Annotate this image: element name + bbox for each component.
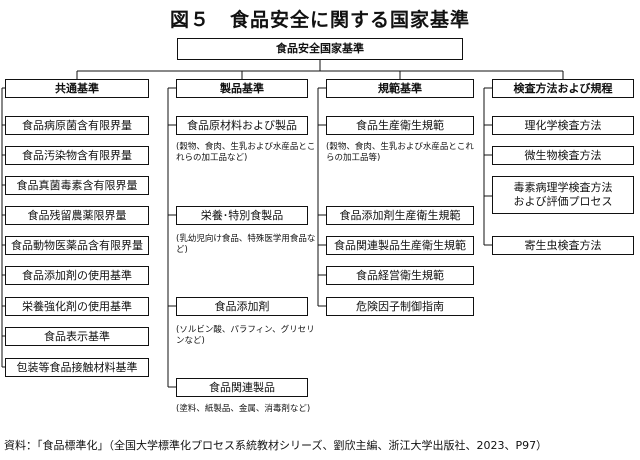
testing-item: 理化学検査方法	[492, 116, 634, 135]
practice-item: 食品関連製品生産衛生規範	[326, 236, 474, 255]
common-item: 食品病原菌含有限界量	[5, 116, 149, 135]
product-item: 食品添加剤	[176, 297, 308, 316]
testing-item: 寄生虫検査方法	[492, 236, 634, 255]
practice-note: (穀物、食肉、生乳および水産品とこれらの加工品等)	[326, 142, 474, 164]
common-item: 栄養強化剤の使用基準	[5, 297, 149, 316]
product-item: 栄養･特別食製品	[176, 206, 308, 225]
practice-item: 危険因子制御指南	[326, 297, 474, 316]
product-note: (塗料、紙製品、金属、消毒剤など)	[176, 404, 311, 414]
common-item: 食品表示基準	[5, 327, 149, 346]
practice-item: 食品添加剤生産衛生規範	[326, 206, 474, 225]
common-item: 食品真菌毒素含有限界量	[5, 176, 149, 195]
header-product-standards: 製品基準	[176, 79, 308, 98]
common-item: 食品残留農薬限界量	[5, 206, 149, 225]
root-box: 食品安全国家基準	[177, 38, 463, 60]
product-note: (穀物、食肉、生乳および水産品とこれらの加工品など)	[176, 142, 316, 164]
source-citation: 資料：「食品標準化」（全国大学標準化プロセス系統教材シリーズ、劉欣主編、浙江大学…	[4, 439, 548, 452]
product-note: (乳幼児向け食品、特殊医学用食品など)	[176, 234, 316, 256]
header-practice-standards: 規範基準	[326, 79, 474, 98]
product-note: (ソルビン酸、パラフィン、グリセリンなど)	[176, 325, 315, 347]
testing-item: 毒素病理学検査方法および評価プロセス	[492, 176, 634, 214]
common-item: 食品動物医薬品含有限界量	[5, 236, 149, 255]
common-item: 包装等食品接触材料基準	[5, 358, 149, 377]
figure-title: 図５ 食品安全に関する国家基準	[169, 9, 470, 31]
header-testing-methods: 検査方法および規程	[492, 79, 634, 98]
header-common-standards: 共通基準	[5, 79, 149, 98]
common-item: 食品添加剤の使用基準	[5, 266, 149, 285]
testing-item: 微生物検査方法	[492, 146, 634, 165]
common-item: 食品汚染物含有限界量	[5, 146, 149, 165]
practice-item: 食品経営衛生規範	[326, 266, 474, 285]
practice-item: 食品生産衛生規範	[326, 116, 474, 135]
product-item: 食品原材料および製品	[176, 116, 308, 135]
product-item: 食品関連製品	[176, 378, 308, 397]
